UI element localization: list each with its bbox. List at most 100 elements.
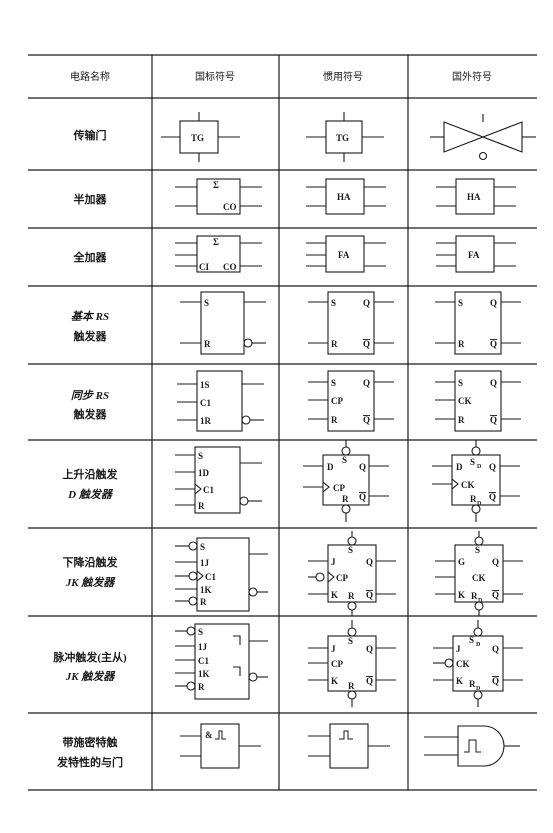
rs-foreign-qbar: Q (490, 339, 497, 349)
msjk-common-j: J (331, 644, 336, 654)
rs-common-q: Q (363, 298, 370, 308)
msjk-foreign-j: J (456, 644, 461, 654)
msjk-foreign-qbar: Q (492, 676, 499, 686)
ha-common-label: HA (337, 192, 351, 202)
schmitt-common-symbol (308, 723, 390, 769)
msjk-common-r: R (348, 681, 355, 691)
dff-foreign-rd-sub: D (477, 501, 482, 507)
msjk-foreign-sd-sub: D (476, 642, 481, 648)
srs-common-r: R (331, 415, 338, 425)
msjk-gb-1k: 1K (198, 669, 210, 679)
ha-gb-co: CO (223, 202, 237, 212)
ha-foreign-label: HA (467, 192, 481, 202)
dff-gb-1d: 1D (198, 468, 210, 478)
row-name-5b: 触发器 (73, 407, 108, 421)
tg-gb-symbol (161, 112, 240, 162)
rs-gb-s: S (204, 298, 209, 308)
fa-gb-symbol (175, 235, 262, 273)
msjk-gb-c1: C1 (198, 656, 209, 666)
schmitt-gb-symbol (180, 723, 261, 769)
dff-foreign-sd-sub: D (477, 464, 482, 470)
dff-foreign-rd: R (470, 494, 477, 504)
srs-foreign-s: S (458, 378, 463, 388)
jkff-common-symbol (308, 531, 396, 616)
row-name-8b: JK 触发器 (65, 670, 117, 683)
fa-gb-co: CO (223, 262, 237, 272)
msjk-foreign-rd: R (469, 679, 476, 689)
dff-common-d: D (327, 462, 334, 472)
srs-foreign-qbar: Q (490, 415, 497, 425)
row-name-4b: 触发器 (73, 329, 108, 343)
msjk-gb-1j: 1J (198, 642, 208, 652)
ha-common-symbol (306, 178, 386, 215)
fa-foreign-label: FA (468, 250, 480, 260)
tg-gb-label: TG (191, 133, 204, 143)
msjk-common-symbol (308, 620, 396, 707)
srs-foreign-r: R (458, 415, 465, 425)
row-name-7b: JK 触发器 (65, 576, 117, 589)
jkff-foreign-q: Q (492, 557, 499, 567)
srs-gb-1s: 1S (200, 380, 210, 390)
dff-gb-s: S (198, 451, 203, 461)
srs-common-qbar: Q (363, 415, 370, 425)
srs-common-symbol (308, 370, 394, 432)
rs-common-symbol (308, 291, 394, 355)
msjk-common-q: Q (366, 644, 373, 654)
dff-gb-symbol (175, 446, 262, 514)
msjk-foreign-k: K (456, 676, 463, 686)
jkff-common-s: S (348, 545, 353, 555)
jkff-gb-c1: C1 (205, 572, 216, 582)
msjk-common-cp: CP (331, 659, 343, 669)
dff-foreign-ck: CK (461, 480, 475, 490)
jkff-gb-1k: 1K (200, 585, 212, 595)
row-name-9b: 发特性的与门 (56, 755, 123, 769)
jkff-common-k: K (331, 590, 338, 600)
jkff-gb-s: S (200, 542, 205, 552)
rs-foreign-q: Q (490, 298, 497, 308)
dff-common-symbol (303, 440, 389, 522)
ha-foreign-symbol (436, 178, 516, 215)
row-name-7a: 下降沿触发 (63, 555, 119, 569)
msjk-foreign-sd: S (469, 635, 474, 645)
msjk-gb-s: S (198, 627, 203, 637)
dff-common-qbar: Q (359, 492, 366, 502)
msjk-foreign-rd-sub: D (476, 686, 481, 692)
header-common: 惯用符号 (323, 70, 363, 83)
msjk-foreign-q: Q (492, 644, 499, 654)
jkff-common-q: Q (366, 557, 373, 567)
jkff-foreign-ck: CK (472, 573, 486, 583)
jkff-gb-r: R (200, 597, 207, 607)
rs-gb-symbol (180, 291, 266, 355)
srs-gb-c1: C1 (200, 398, 211, 408)
msjk-gb-symbol (175, 623, 268, 700)
jkff-common-cp: CP (336, 573, 348, 583)
jkff-common-j: J (331, 557, 336, 567)
jkff-gb-symbol (175, 537, 268, 612)
rs-common-s: S (331, 298, 336, 308)
msjk-common-k: K (331, 676, 338, 686)
table-grid (28, 54, 537, 791)
jkff-foreign-s: S (475, 545, 480, 555)
dff-foreign-qbar: Q (489, 492, 496, 502)
srs-gb-symbol (177, 370, 264, 432)
tg-foreign-symbol (430, 114, 536, 161)
srs-common-s: S (331, 378, 336, 388)
row-name-1: 传输门 (73, 128, 107, 142)
dff-common-cp: CP (333, 483, 345, 493)
jkff-foreign-rd: R (471, 591, 478, 601)
srs-foreign-symbol (435, 370, 521, 432)
header-foreign: 国外符号 (452, 70, 492, 83)
rs-foreign-symbol (435, 291, 521, 355)
dff-common-q: Q (359, 462, 366, 472)
row-name-4a: 基本 RS (71, 310, 109, 323)
tg-common-label: TG (336, 133, 349, 143)
schmitt-gb-and: & (205, 730, 213, 740)
rs-foreign-s: S (458, 298, 463, 308)
jkff-common-qbar: Q (366, 590, 373, 600)
srs-gb-1r: 1R (200, 416, 212, 426)
msjk-foreign-symbol (433, 620, 523, 707)
row-name-3: 全加器 (73, 250, 108, 264)
schmitt-foreign-symbol (424, 725, 520, 767)
row-name-2: 半加器 (74, 192, 108, 206)
dff-gb-c1: C1 (203, 485, 214, 495)
